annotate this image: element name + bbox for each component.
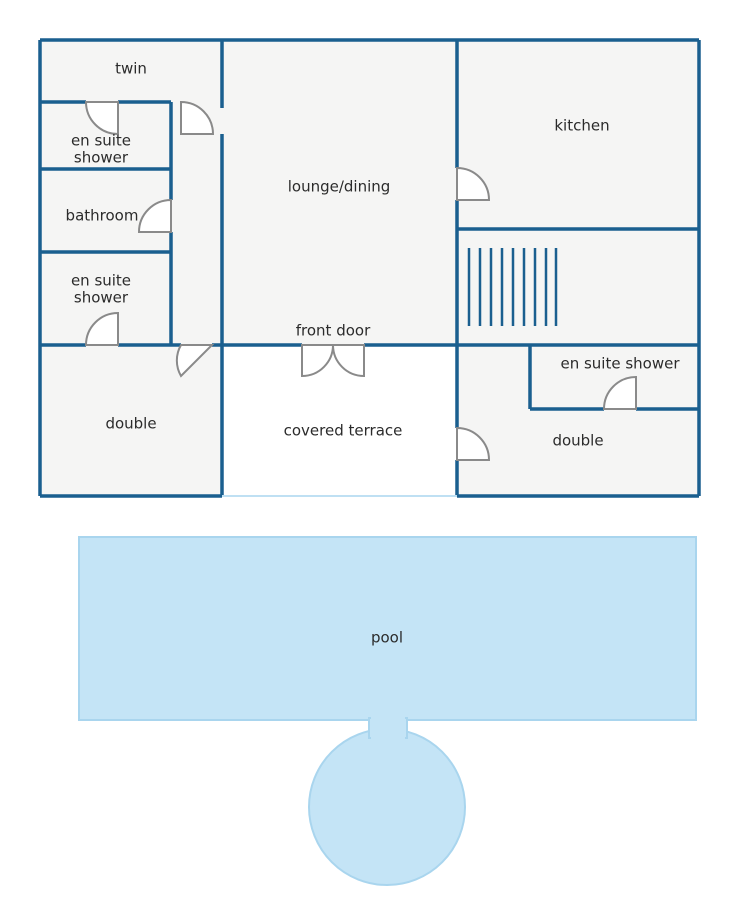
door-bathroom[interactable] [137, 198, 172, 233]
door-ensuite-mid[interactable] [84, 311, 119, 346]
front-door-left[interactable] [301, 344, 335, 378]
door-kitchen[interactable] [456, 166, 491, 201]
label-kitchen: kitchen [554, 117, 609, 135]
door-twin[interactable] [180, 100, 215, 135]
label-pool: pool [371, 629, 403, 647]
label-double-right: double [552, 432, 603, 450]
label-front-door: front door [296, 322, 371, 340]
doors [84, 100, 637, 461]
label-twin: twin [115, 60, 147, 78]
front-door-right[interactable] [331, 344, 365, 378]
label-double-left: double [105, 415, 156, 433]
label-ensuite-right: en suite shower [560, 355, 680, 373]
door-double-left[interactable] [175, 344, 215, 378]
label-terrace: covered terrace [284, 422, 403, 440]
walls [38, 38, 701, 498]
pool [78, 536, 697, 886]
door-double-right[interactable] [456, 426, 491, 461]
door-ensuite-right[interactable] [602, 375, 637, 410]
label-lounge: lounge/dining [288, 178, 391, 196]
door-ensuite-top[interactable] [84, 101, 119, 136]
staircase [467, 248, 558, 326]
label-bathroom: bathroom [66, 207, 139, 225]
